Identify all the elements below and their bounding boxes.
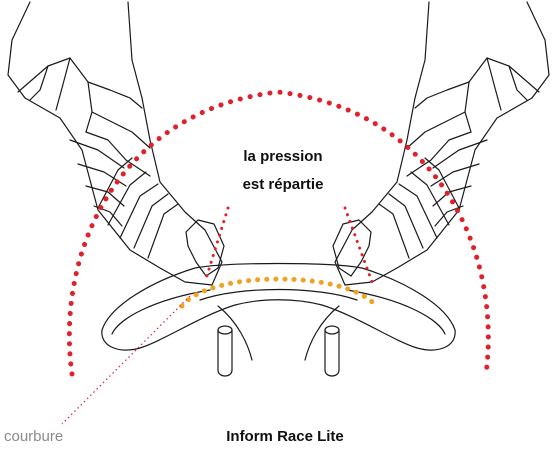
left-pelvis-bone-icon (8, 2, 224, 285)
pressure-label-line-2: est répartie (218, 176, 348, 193)
left-pressure-line (205, 208, 228, 282)
pressure-label-line-1: la pression (218, 148, 348, 165)
product-name-label: Inform Race Lite (170, 428, 400, 445)
right-pelvis-bone-icon (333, 2, 549, 285)
curvature-leader-line (62, 296, 190, 424)
curvature-label: courbure (4, 428, 63, 445)
pressure-arc (69, 92, 488, 374)
seat-rail-icon (218, 326, 339, 376)
saddle-icon (102, 264, 455, 361)
right-pressure-line (345, 208, 372, 282)
curvature-arc (182, 279, 376, 306)
